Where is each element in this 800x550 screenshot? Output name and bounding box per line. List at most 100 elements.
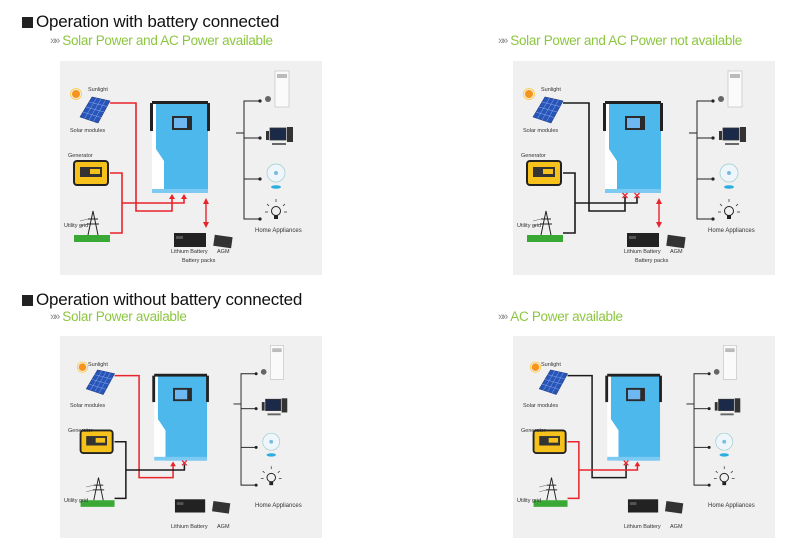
solar-modules-label: Solar modules bbox=[523, 403, 559, 409]
solar-wire bbox=[110, 102, 173, 212]
solar-grid-line bbox=[551, 372, 564, 394]
home-appliances-label: Home Appliances bbox=[708, 228, 755, 234]
battery-packs-label: Battery packs bbox=[635, 258, 669, 264]
computer-icon bbox=[719, 127, 746, 145]
plug-dot bbox=[707, 445, 711, 449]
computer-icon bbox=[261, 398, 288, 416]
utility-grid-label: Utility grid bbox=[64, 498, 89, 504]
light-bulb-icon bbox=[265, 199, 287, 219]
grass bbox=[74, 235, 110, 242]
generator-label: Generator bbox=[68, 153, 93, 159]
load-bus bbox=[696, 100, 713, 220]
generator-icon bbox=[532, 429, 567, 454]
generator-label: Generator bbox=[521, 428, 546, 434]
sun-icon bbox=[76, 361, 89, 373]
bulb-ray bbox=[266, 203, 270, 207]
inverter-top bbox=[607, 373, 661, 377]
fan-base bbox=[271, 185, 281, 189]
ac-plug bbox=[265, 96, 271, 102]
sun-glow bbox=[523, 88, 535, 100]
pylon bbox=[87, 210, 99, 236]
lithium-battery-display bbox=[176, 502, 184, 505]
plug-dot bbox=[711, 177, 715, 181]
solar-input-arrow-icon bbox=[169, 194, 175, 199]
tower bbox=[287, 127, 293, 142]
sunlight-label: Sunlight bbox=[541, 87, 561, 93]
lithium-battery-icon bbox=[627, 499, 659, 513]
speaker bbox=[719, 131, 722, 140]
solar-grid-line bbox=[541, 101, 561, 107]
load-bus bbox=[243, 100, 260, 220]
solar-modules-label: Solar modules bbox=[70, 128, 106, 134]
battery-arrow-down-icon bbox=[203, 222, 209, 228]
subtitle-text: Solar Power and AC Power available bbox=[62, 33, 273, 48]
diagram-svg bbox=[76, 345, 288, 514]
solar-grid-line bbox=[546, 99, 559, 122]
tower bbox=[281, 398, 288, 413]
inverter-icon bbox=[603, 101, 663, 193]
computer-icon bbox=[266, 127, 293, 145]
solar-grid-line bbox=[94, 374, 112, 380]
subtitle-text: AC Power available bbox=[510, 309, 623, 324]
monitor bbox=[722, 127, 740, 141]
inverter-top bbox=[154, 373, 208, 377]
lithium-battery-label: Lithium Battery bbox=[624, 249, 661, 255]
bullet-square-icon bbox=[22, 16, 33, 28]
agm-label: AGM bbox=[670, 249, 683, 255]
load-bus bbox=[240, 373, 257, 486]
ac-plug bbox=[713, 369, 720, 375]
tower bbox=[740, 127, 746, 142]
ac-plug bbox=[718, 96, 724, 102]
fan-base bbox=[724, 185, 734, 189]
sun-core bbox=[78, 363, 87, 371]
diagram-svg bbox=[70, 70, 293, 249]
scenario-subtitle-1: »» Solar Power and AC Power available bbox=[50, 33, 273, 48]
monitor bbox=[269, 127, 287, 141]
generator-panel bbox=[95, 437, 106, 443]
inverter-handle-left bbox=[603, 103, 606, 131]
bulb-glass bbox=[719, 472, 729, 483]
agm-battery-icon bbox=[213, 234, 233, 249]
fan-base bbox=[266, 453, 276, 457]
battery-arrow-up-icon bbox=[203, 198, 209, 204]
pylon bbox=[93, 477, 104, 501]
bulb-ray bbox=[735, 203, 739, 207]
diagram-svg bbox=[523, 70, 746, 249]
inverter-handle-right bbox=[660, 103, 663, 131]
plug-dot bbox=[254, 372, 258, 376]
ac-unit bbox=[723, 345, 737, 380]
utility-grid-label: Utility grid bbox=[64, 223, 89, 229]
plug-dot bbox=[258, 217, 262, 221]
solar-wire bbox=[567, 374, 627, 479]
ac-vent bbox=[277, 74, 287, 78]
inverter-base bbox=[605, 189, 661, 193]
inverter-handle-right bbox=[659, 375, 662, 403]
inverter-screen bbox=[627, 118, 640, 128]
ac-unit bbox=[270, 345, 284, 380]
inverter-base bbox=[607, 456, 661, 461]
plug-dot bbox=[711, 99, 715, 103]
ac-plug bbox=[260, 369, 267, 375]
solar-modules-label: Solar modules bbox=[523, 128, 559, 134]
inverter-base bbox=[152, 189, 208, 193]
light-bulb-icon bbox=[713, 466, 735, 486]
bulb-base bbox=[269, 481, 274, 486]
agm-battery-icon bbox=[212, 500, 231, 514]
agm-battery-icon bbox=[666, 234, 686, 249]
solar-modules-label: Solar modules bbox=[70, 403, 106, 409]
sun-glow bbox=[529, 361, 542, 373]
solar-panel-icon bbox=[538, 369, 568, 395]
plug-dot bbox=[711, 136, 715, 140]
fan-icon bbox=[266, 163, 286, 189]
ac-input-wire bbox=[567, 440, 580, 500]
solar-wire bbox=[563, 102, 626, 212]
solar-grid-line bbox=[88, 98, 102, 121]
utility-grid-label: Utility grid bbox=[517, 223, 542, 229]
inverter-handle-left bbox=[150, 103, 153, 131]
solar-input-blocked-x-icon bbox=[623, 460, 629, 466]
wire bbox=[539, 484, 547, 488]
bulb-ray bbox=[719, 203, 723, 207]
air-conditioner-icon bbox=[265, 70, 290, 108]
bulb-base bbox=[274, 215, 278, 219]
